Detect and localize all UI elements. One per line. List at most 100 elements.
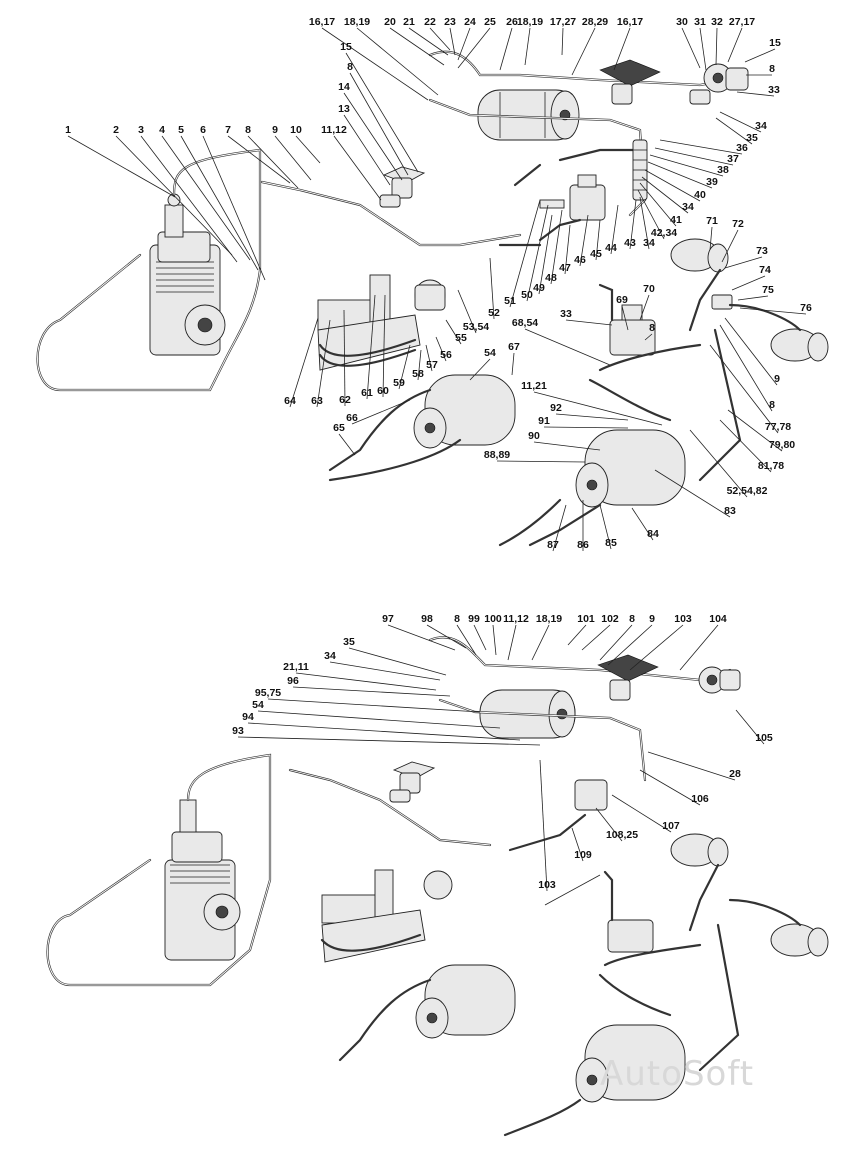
leader-line-t74	[731, 275, 766, 291]
callout-label-b10825: 108,25	[606, 829, 638, 841]
leader-line-b9575	[267, 698, 481, 713]
callout-label-t20: 20	[384, 16, 396, 28]
callout-label-t67: 67	[508, 341, 520, 353]
leader-line-t92	[555, 413, 629, 421]
leader-line-t50	[526, 204, 549, 302]
callout-label-b2111: 21,11	[283, 661, 309, 673]
brake-chambers-right	[670, 238, 829, 482]
leader-line-t8	[247, 135, 299, 189]
leader-line-t4	[161, 135, 251, 261]
leader-line-t67	[511, 352, 515, 376]
callout-label-t24: 24	[464, 16, 476, 28]
leader-line-b35	[348, 647, 447, 676]
callout-label-b103: 103	[674, 613, 692, 625]
leader-line-t37	[654, 147, 734, 166]
leader-line-b103b	[539, 759, 548, 892]
callout-label-t66: 66	[346, 412, 358, 424]
leader-line-t72	[721, 229, 739, 263]
leader-line-t35	[715, 117, 753, 145]
top-assembly: 1234567891011,12131481516,1718,192021222…	[36, 16, 829, 552]
callout-label-t55: 55	[455, 332, 467, 344]
valve-group-lower	[508, 779, 608, 852]
leader-line-t59	[398, 344, 411, 390]
pressure-regulator	[379, 166, 426, 208]
brake-valve-block-lower	[698, 666, 741, 694]
leader-line-t3	[140, 135, 238, 263]
callout-label-b106: 106	[691, 793, 709, 805]
callout-label-t69: 69	[616, 294, 628, 306]
callout-label-t7778: 77,78	[765, 421, 791, 433]
leader-line-t83	[654, 469, 731, 518]
callout-label-t39: 39	[706, 176, 718, 188]
leader-line-t38	[649, 154, 724, 177]
callout-label-t59: 59	[393, 377, 405, 389]
leader-line-b103	[629, 624, 684, 671]
callout-label-t8d: 8	[649, 322, 655, 334]
callout-label-b99: 99	[468, 613, 480, 625]
leader-line-t61	[366, 294, 376, 400]
callout-label-t38: 38	[717, 164, 729, 176]
callout-label-b93: 93	[232, 725, 244, 737]
leader-line-b34	[329, 661, 441, 681]
callout-label-t73: 73	[756, 245, 768, 257]
callout-label-t46: 46	[574, 254, 586, 266]
callout-label-t1819b: 18,19	[517, 16, 543, 28]
leader-line-t63	[316, 319, 331, 408]
callout-label-b96: 96	[287, 675, 299, 687]
leader-line-t18	[356, 27, 439, 96]
callout-label-t8b: 8	[347, 61, 353, 73]
callout-label-t87: 87	[547, 539, 559, 551]
callout-label-t34c: 34	[643, 237, 655, 249]
callout-label-t4234: 42,34	[651, 227, 677, 239]
callout-label-t5354: 53,54	[463, 321, 489, 333]
bottom-leader-lines	[237, 624, 765, 892]
callout-label-t2: 2	[113, 124, 119, 136]
callout-label-t21: 21	[403, 16, 415, 28]
leader-line-b106	[639, 769, 701, 806]
leader-line-t33	[736, 91, 775, 97]
callout-label-t525482: 52,54,82	[727, 485, 768, 497]
callout-label-t1121: 11,21	[521, 380, 547, 392]
leader-line-t76	[739, 307, 807, 315]
leader-line-t39	[647, 161, 713, 189]
callout-label-b97: 97	[382, 613, 394, 625]
callout-label-t34: 34	[755, 120, 767, 132]
leader-line-t46	[579, 214, 589, 267]
pedal-brake-valve-lower	[597, 654, 659, 701]
top-leader-lines	[67, 27, 807, 552]
leader-line-t30	[681, 27, 701, 69]
callout-label-t37: 37	[727, 153, 739, 165]
leader-line-t58	[417, 349, 422, 381]
callout-label-t6: 6	[200, 124, 206, 136]
leader-line-t21	[408, 27, 449, 56]
leader-line-t84	[631, 507, 654, 541]
callout-label-t2829: 28,29	[582, 16, 608, 28]
leader-line-t87	[552, 504, 567, 552]
callout-label-t9: 9	[272, 124, 278, 136]
callout-label-t7: 7	[225, 124, 231, 136]
leader-line-t10	[295, 135, 321, 164]
callout-label-t31: 31	[694, 16, 706, 28]
callout-label-t57: 57	[426, 359, 438, 371]
leader-line-t23	[449, 27, 456, 56]
callout-label-b105: 105	[755, 732, 773, 744]
leader-line-b28	[647, 751, 736, 781]
callout-label-t15: 15	[340, 41, 352, 53]
leader-line-t22	[429, 27, 451, 51]
callout-label-t7980: 79,80	[769, 439, 795, 451]
leader-line-t13	[343, 114, 391, 186]
leader-line-t7778	[709, 344, 779, 434]
leader-line-b94	[247, 722, 521, 741]
callout-label-t65: 65	[333, 422, 345, 434]
callout-label-t41: 41	[670, 214, 682, 226]
leader-line-b1819	[531, 624, 550, 661]
leader-line-t71	[709, 226, 713, 251]
callout-label-t4: 4	[159, 124, 165, 136]
leader-line-b97	[387, 624, 456, 651]
callout-label-t30: 30	[676, 16, 688, 28]
leader-line-t65	[338, 433, 356, 456]
callout-label-t58: 58	[412, 368, 424, 380]
brake-chambers-right-lower	[670, 833, 829, 1072]
leader-line-t25	[457, 27, 491, 69]
